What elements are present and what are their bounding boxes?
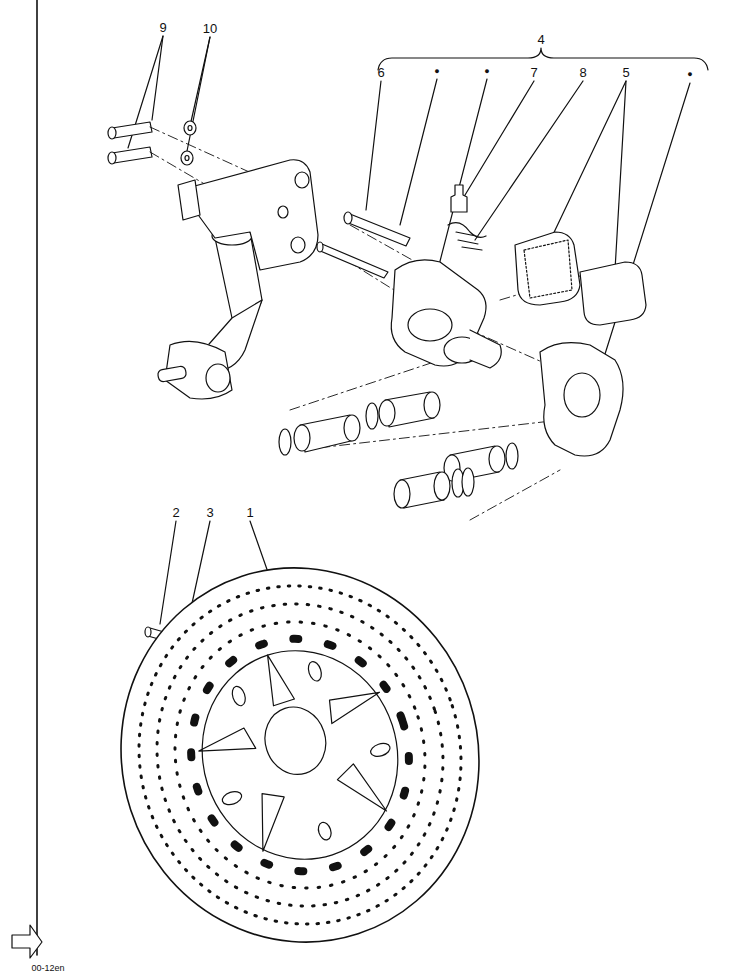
brake-pad — [580, 262, 646, 325]
callout-number: 3 — [206, 506, 213, 519]
pad-lining — [524, 240, 572, 298]
leader-line — [615, 81, 626, 270]
washer-hole — [185, 156, 189, 161]
mount-hole — [295, 172, 309, 188]
washer — [184, 121, 196, 135]
callout-number: 2 — [172, 506, 179, 519]
brake-disc — [73, 521, 528, 979]
bolt — [112, 122, 152, 138]
caliper-pin — [318, 244, 388, 278]
axle-hole — [206, 364, 230, 392]
callout-number: 6 — [377, 66, 384, 79]
bleeder-screw — [451, 185, 467, 212]
mount-hole — [291, 237, 305, 253]
group-bracket — [378, 48, 708, 70]
callout-number: 4 — [537, 33, 544, 46]
callout-number: 7 — [530, 66, 537, 79]
bolt-head — [108, 127, 116, 139]
piston-bore — [408, 309, 452, 341]
bolt-head — [108, 152, 116, 164]
pistons — [279, 392, 518, 508]
pin-head — [344, 212, 352, 224]
mount-bracket — [180, 160, 318, 270]
washer-hole — [188, 126, 192, 131]
leader-line — [600, 83, 690, 370]
corner-icon — [12, 925, 42, 958]
pin-head — [317, 242, 323, 252]
figure-code: 00-12en — [31, 964, 64, 973]
leader-line — [152, 36, 163, 120]
leader-line — [366, 81, 381, 210]
callout-number: 9 — [159, 21, 166, 34]
mount-hole — [278, 206, 288, 218]
leader-line — [475, 81, 583, 240]
leader-line — [160, 521, 176, 624]
leader-line — [462, 81, 534, 200]
pad-spring — [448, 223, 486, 250]
assembly-lines — [150, 127, 600, 520]
caliper-outer — [540, 343, 623, 456]
page-rule — [36, 0, 38, 955]
marker-dot: ● — [687, 70, 692, 79]
marker-dot: ● — [434, 67, 439, 76]
callout-number: 5 — [622, 66, 629, 79]
bolt-head — [145, 627, 151, 637]
mount-ear — [178, 180, 200, 220]
callout-number: 1 — [246, 506, 253, 519]
marker-dot: ● — [484, 67, 489, 76]
brake-pad — [515, 232, 580, 305]
axle-clamp — [157, 366, 187, 383]
caliper-pin — [346, 214, 410, 246]
leader-line — [548, 81, 626, 245]
leader-line — [186, 37, 210, 156]
bolt — [112, 147, 152, 163]
leader-line — [400, 79, 437, 225]
callout-number: 10 — [203, 22, 217, 35]
callout-number: 8 — [579, 66, 586, 79]
piston-bore — [564, 373, 600, 417]
washer — [181, 151, 193, 165]
illustration-lines — [12, 0, 708, 979]
caliper-boss — [470, 330, 501, 368]
